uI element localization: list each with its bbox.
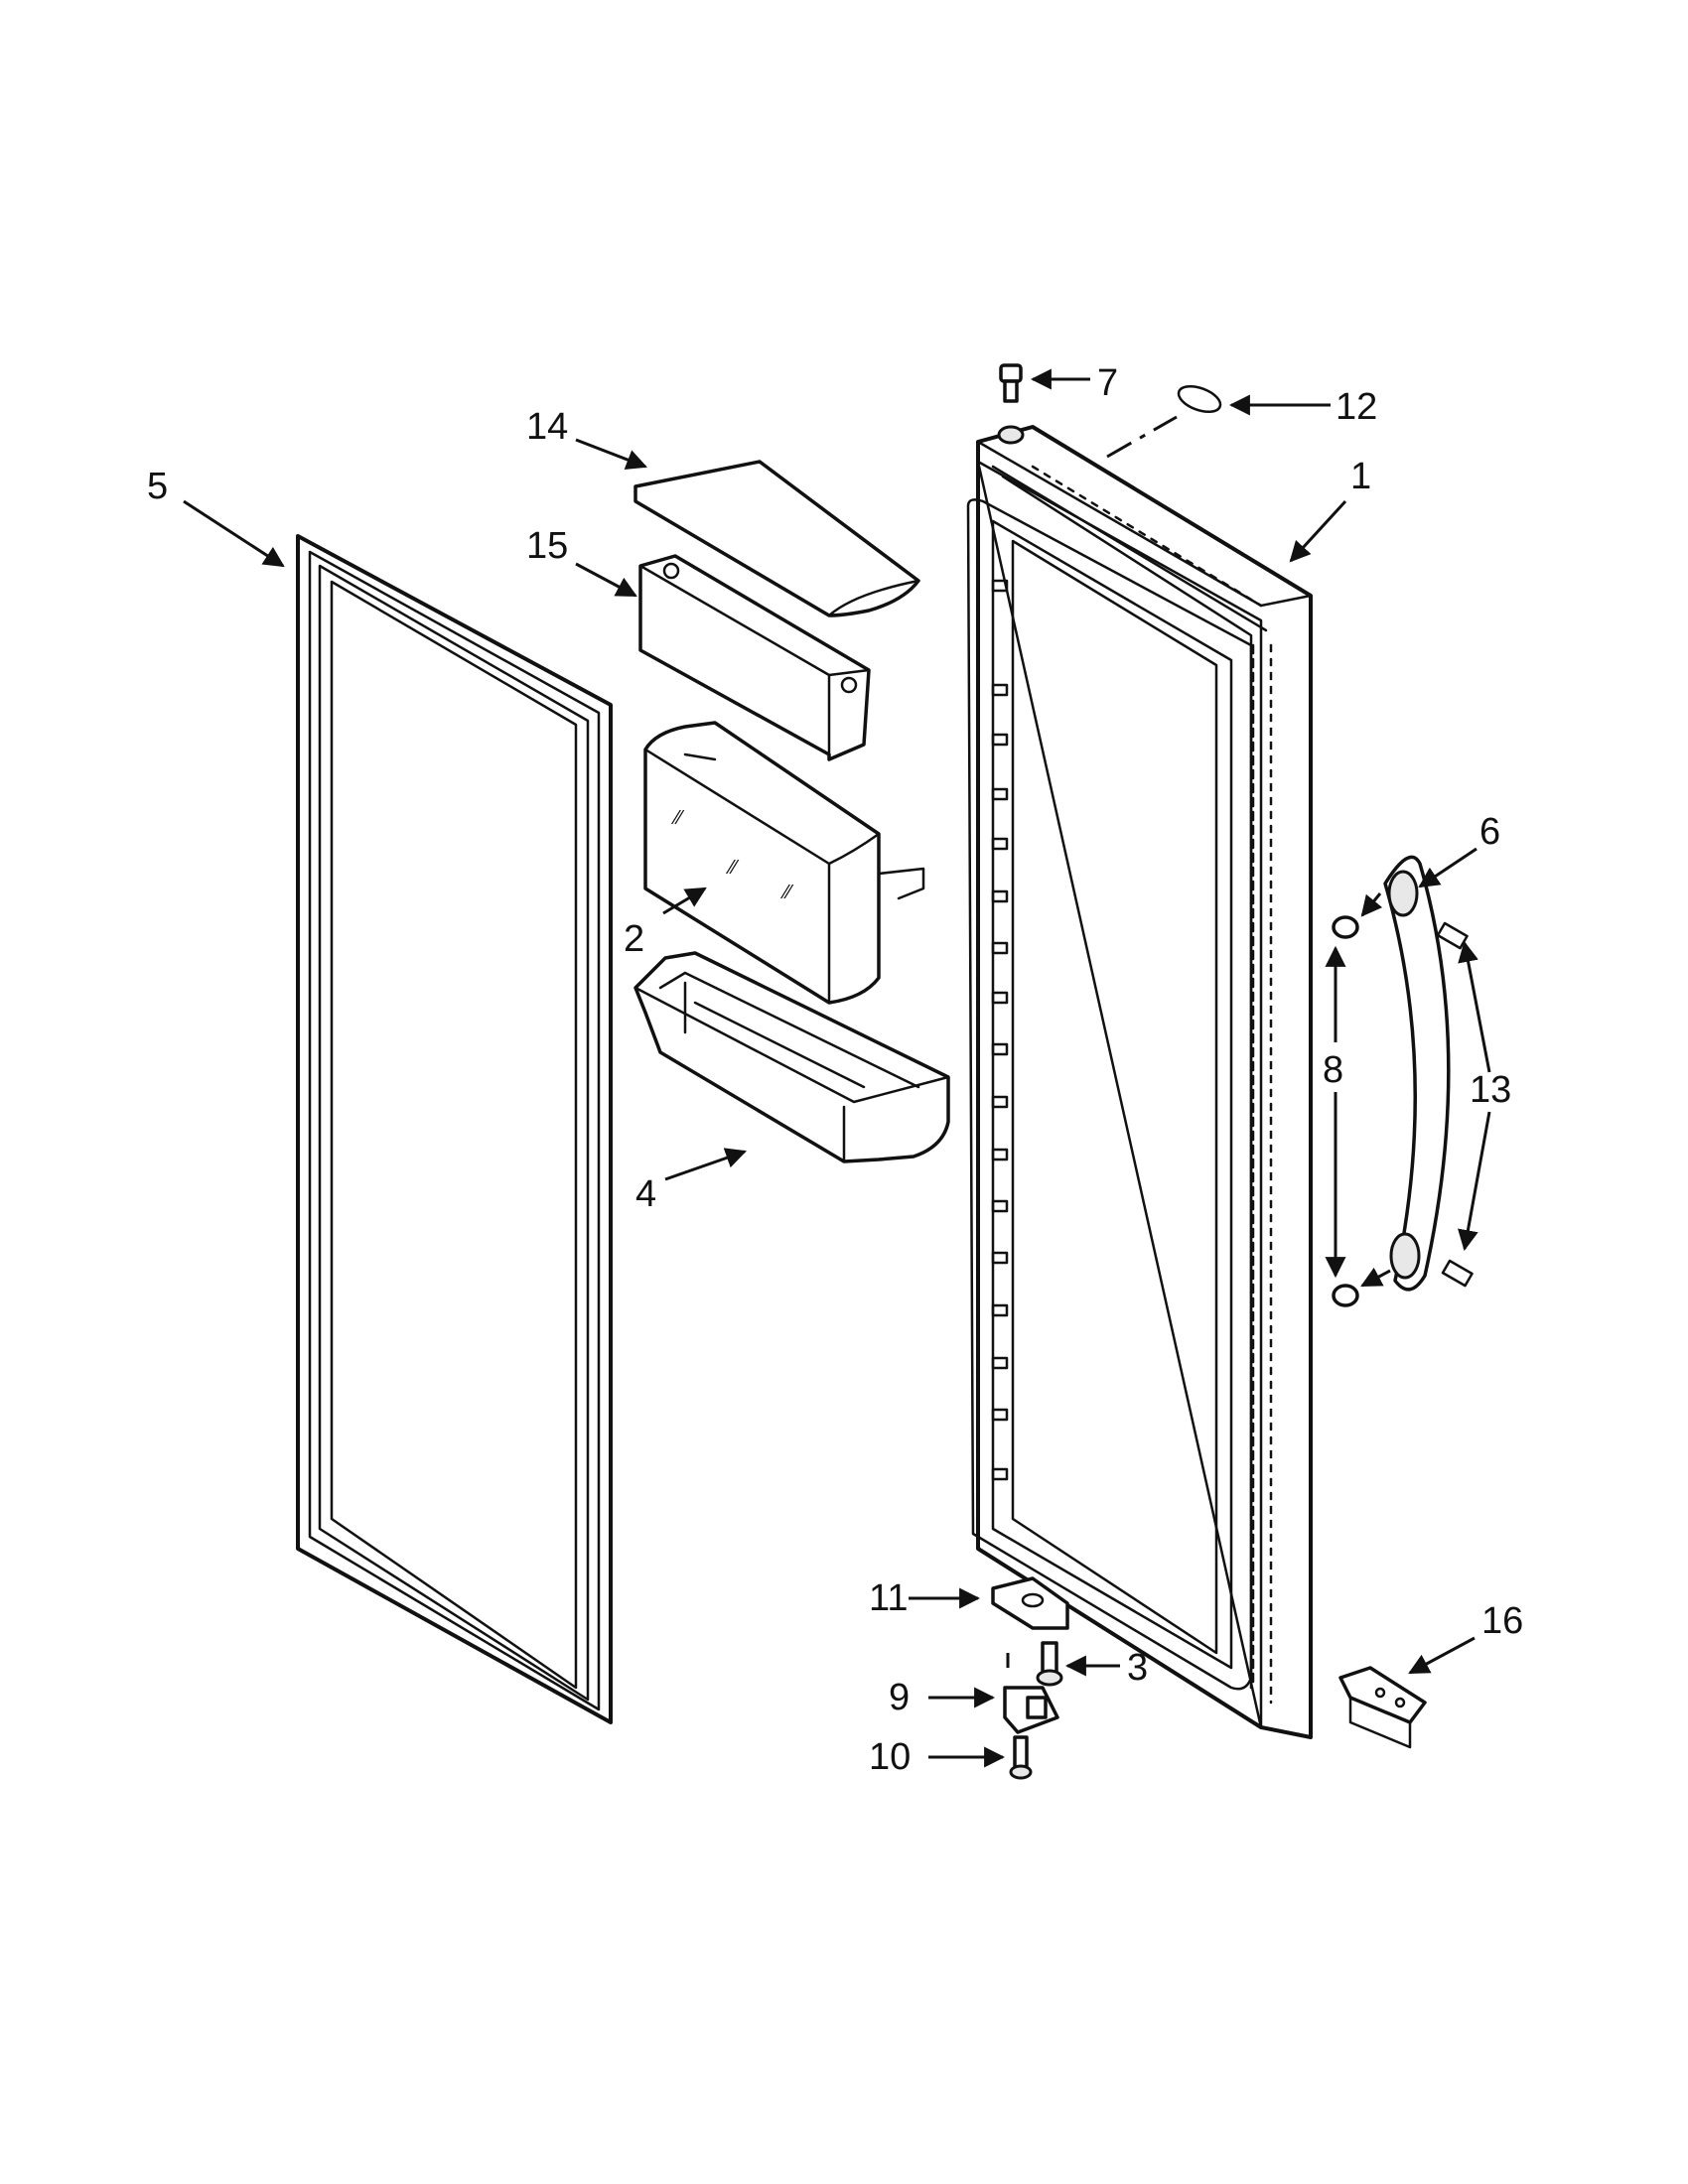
top-hinge-pin-part: [997, 363, 1025, 445]
washer-part: [1177, 384, 1222, 414]
door-handle-part: [1383, 855, 1451, 1292]
leader-lines: [183, 368, 1491, 1768]
shelf-panel-part: [638, 554, 871, 761]
bottom-hinge-part: [1003, 1686, 1059, 1734]
callout-3: 3: [1127, 1647, 1148, 1689]
bracket-part: [1338, 1666, 1427, 1749]
callout-7: 7: [1097, 362, 1118, 404]
callout-14: 14: [526, 406, 568, 448]
hinge-screw-part: [1006, 1653, 1033, 1780]
callout-6: 6: [1479, 811, 1500, 853]
callout-11: 11: [869, 1577, 908, 1619]
callout-8: 8: [1323, 1049, 1343, 1091]
callout-12: 12: [1336, 386, 1377, 428]
callout-5: 5: [147, 466, 168, 507]
handle-spacer-part: [1332, 915, 1359, 1307]
door-bin-part: [633, 951, 950, 1163]
callout-1: 1: [1350, 456, 1371, 497]
dairy-compartment-part: ⁄⁄ ⁄⁄ ⁄⁄: [643, 721, 925, 1005]
screw-part: [1036, 1641, 1063, 1687]
callout-4: 4: [635, 1173, 656, 1215]
door-liner-part: [966, 425, 1313, 1739]
callout-13: 13: [1470, 1069, 1511, 1111]
callout-labels: 1 2 3 4 5 6 7 8 9 10 11 12 13 14 15 16: [147, 362, 1523, 1778]
shelf-cover-part: [633, 460, 920, 617]
bottom-hinge-bracket-part: [991, 1576, 1069, 1630]
callout-9: 9: [889, 1677, 910, 1718]
callout-10: 10: [869, 1736, 911, 1778]
callout-15: 15: [526, 525, 568, 567]
door-gasket-part: [296, 534, 613, 1724]
callout-16: 16: [1481, 1600, 1523, 1642]
callout-2: 2: [624, 918, 644, 960]
